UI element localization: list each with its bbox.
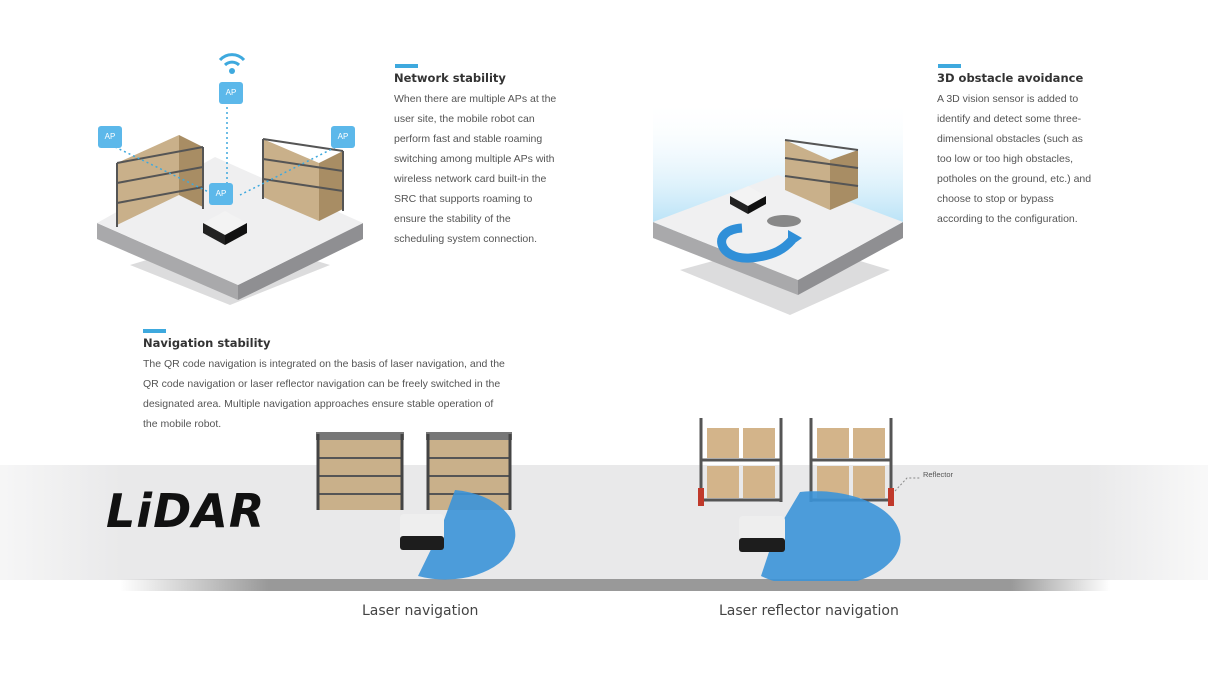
reflector-scan-fan bbox=[761, 491, 901, 581]
network-title: Network stability bbox=[394, 71, 506, 85]
navigation-accent-bar bbox=[143, 329, 166, 333]
network-illustration bbox=[97, 107, 363, 305]
shelf-icon bbox=[809, 418, 894, 506]
laser-navigation-caption: Laser navigation bbox=[362, 603, 479, 619]
shelf-icon bbox=[316, 432, 404, 510]
navigation-title: Navigation stability bbox=[143, 336, 271, 350]
ap-cube-icon: AP bbox=[209, 183, 233, 205]
shelf-icon bbox=[698, 418, 783, 506]
obstacle-body: A 3D vision sensor is added to identify … bbox=[937, 93, 1092, 225]
laser-navigation-scene bbox=[316, 432, 516, 580]
network-accent-bar bbox=[395, 64, 418, 68]
ap-cube-icon: AP bbox=[331, 126, 355, 148]
reflector-navigation-caption: Laser reflector navigation bbox=[719, 603, 899, 619]
wifi-icon bbox=[218, 53, 246, 74]
navigation-body: The QR code navigation is integrated on … bbox=[143, 358, 505, 430]
network-body: When there are multiple APs at the user … bbox=[394, 93, 557, 245]
obstacle-accent-bar bbox=[938, 64, 961, 68]
ap-cube-icon: AP bbox=[219, 82, 243, 104]
bypass-arrow-icon bbox=[717, 223, 796, 263]
ap-cube-icon: AP bbox=[98, 126, 122, 148]
lidar-logo: LiDAR bbox=[106, 484, 266, 538]
robot-icon bbox=[400, 514, 444, 550]
reflector-label: Reflector bbox=[923, 470, 954, 479]
reflector-navigation-scene bbox=[698, 418, 921, 581]
floor-band bbox=[0, 465, 1208, 591]
obstacle-title: 3D obstacle avoidance bbox=[937, 71, 1084, 85]
laser-scan-fan bbox=[418, 490, 516, 580]
robot-icon bbox=[739, 516, 785, 552]
robot-icon bbox=[203, 211, 247, 245]
obstacle-illustration bbox=[653, 100, 903, 315]
